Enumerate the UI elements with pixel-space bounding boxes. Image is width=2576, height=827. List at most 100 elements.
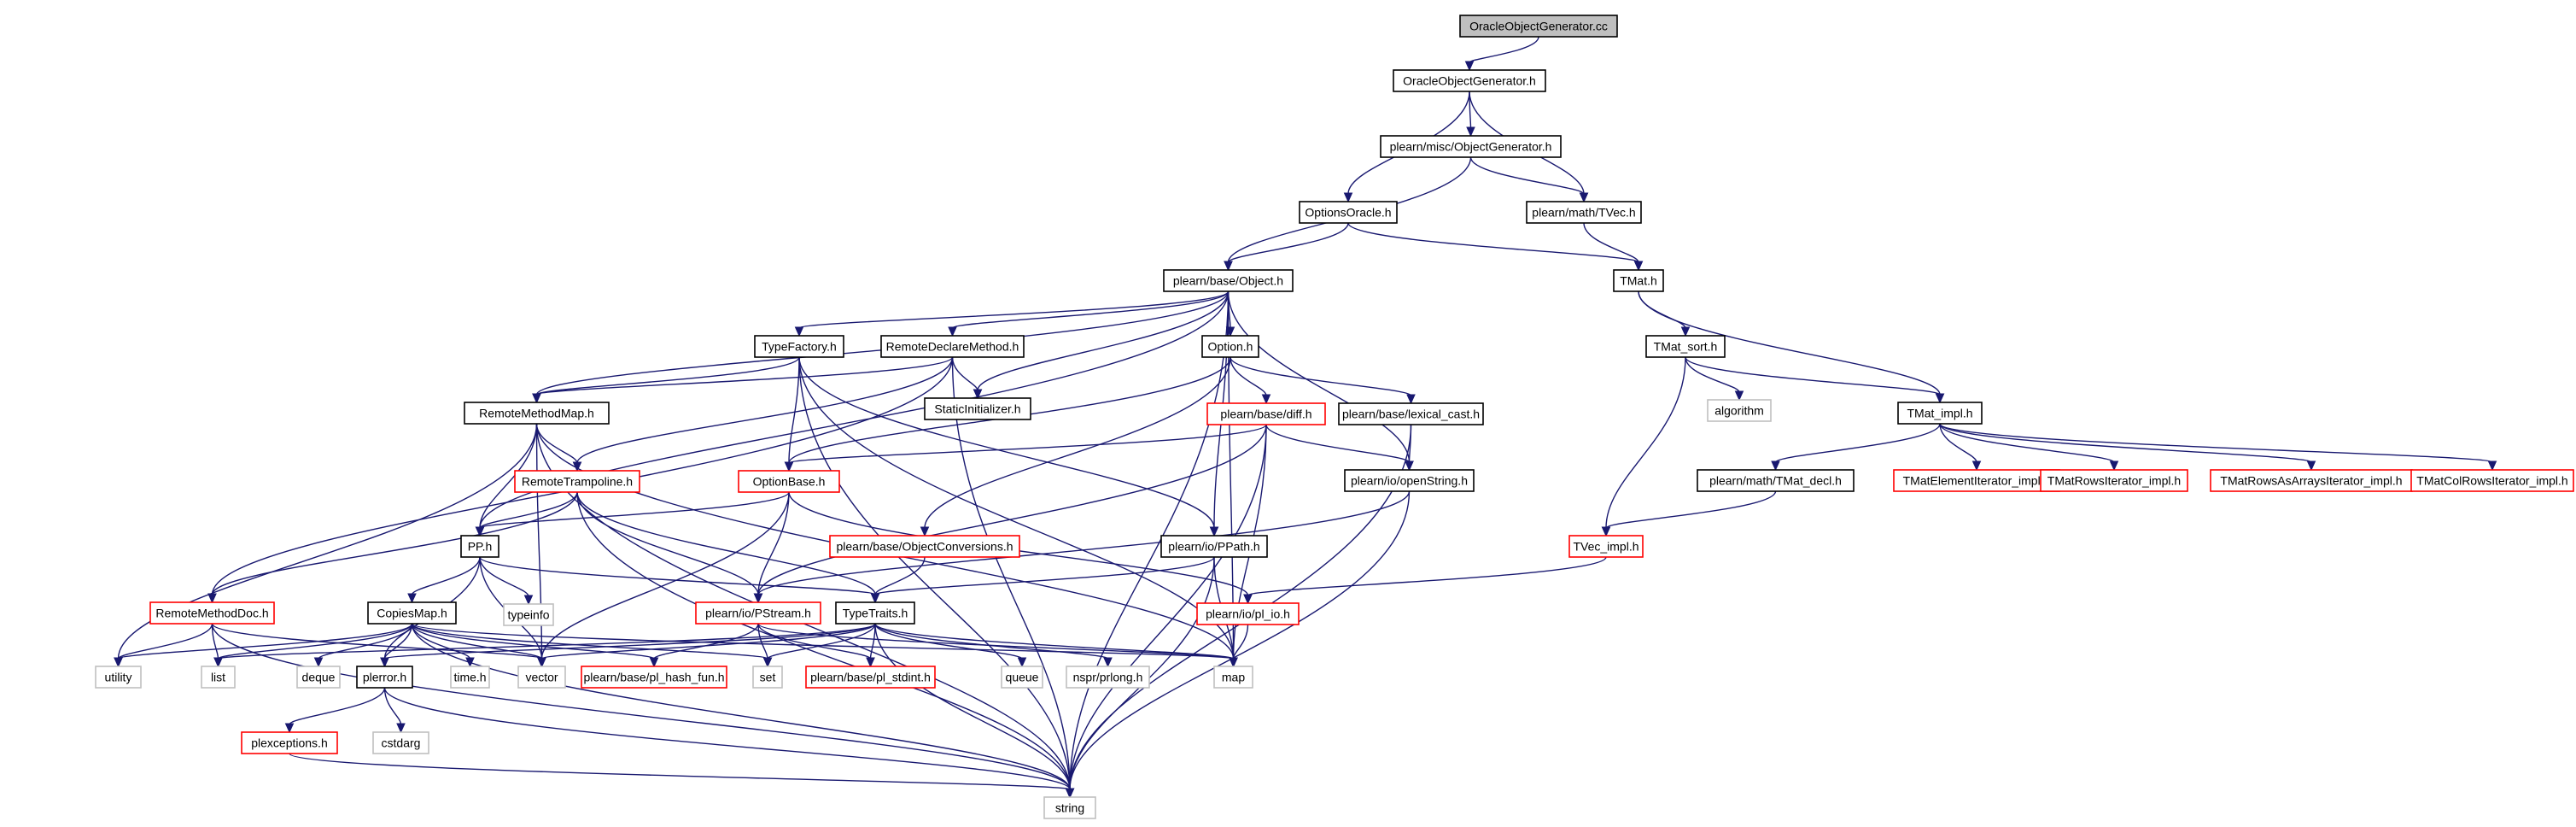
edge-rmm-to-rtramp: [535, 423, 582, 472]
graph-node-rdm[interactable]: RemoteDeclareMethod.h: [880, 335, 1025, 358]
node-label: algorithm: [1714, 404, 1764, 418]
graph-node-pp[interactable]: PP.h: [460, 535, 499, 558]
node-label: typeinfo: [507, 608, 549, 622]
node-box: [1338, 402, 1484, 425]
node-box: [514, 470, 640, 493]
graph-node-rmm[interactable]: RemoteMethodMap.h: [464, 402, 610, 425]
edge-tmat_impl-to-tmat_colit: [1939, 423, 2497, 472]
node-box: [95, 666, 142, 689]
node-label: plearn/base/pl_hash_fun.h: [583, 671, 724, 684]
graph-node-copiesmap[interactable]: CopiesMap.h: [367, 601, 457, 625]
edge-pp-to-typetraits: [479, 556, 880, 604]
node-label: map: [1222, 671, 1245, 684]
node-box: [1526, 201, 1642, 224]
node-box: [754, 335, 844, 358]
node-label: TMatColRowsIterator_impl.h: [2416, 474, 2567, 488]
graph-node-pstream[interactable]: plearn/io/PStream.h: [695, 601, 821, 625]
node-label: OracleObjectGenerator.h: [1403, 74, 1536, 88]
edge-rdm-to-rmm: [532, 356, 954, 404]
graph-node-static[interactable]: StaticInitializer.h: [924, 397, 1031, 420]
node-label: plearn/base/ObjectConversions.h: [836, 540, 1013, 554]
edge-plexc-to-string: [289, 753, 1075, 799]
edge-tmat_impl-to-tmat_raait: [1939, 423, 2316, 472]
node-label: deque: [302, 671, 336, 684]
edge-copiesmap-to-deque: [313, 623, 413, 668]
node-label: OptionBase.h: [753, 475, 826, 489]
graph-node-openstr[interactable]: plearn/io/openString.h: [1344, 469, 1475, 492]
edge-misc_og-to-tvec: [1469, 156, 1589, 203]
node-box: [1707, 399, 1772, 422]
edge-plerror-to-cstdarg: [383, 687, 406, 734]
edge-rmdoc-to-vector: [211, 623, 546, 668]
node-box: [1697, 469, 1855, 492]
graph-node-oog-cc[interactable]: OracleObjectGenerator.cc: [1459, 15, 1618, 38]
graph-node-tvec-impl[interactable]: TVec_impl.h: [1568, 535, 1644, 558]
graph-node-object[interactable]: plearn/base/Object.h: [1163, 269, 1294, 292]
graph-node-pl-io[interactable]: plearn/io/pl_io.h: [1196, 602, 1300, 625]
node-box: [241, 731, 338, 754]
edge-rdm-to-static: [951, 356, 983, 400]
edge-object-to-rdm: [948, 290, 1230, 337]
graph-node-tmat-decl[interactable]: plearn/math/TMat_decl.h: [1697, 469, 1855, 492]
graph-node-opt-oracle[interactable]: OptionsOracle.h: [1299, 201, 1398, 224]
node-label: OracleObjectGenerator.cc: [1469, 20, 1608, 33]
edge-pstream-to-hashfun: [649, 623, 759, 668]
node-label: plearn/math/TMat_decl.h: [1709, 474, 1842, 488]
graph-node-hashfun[interactable]: plearn/base/pl_hash_fun.h: [581, 666, 727, 689]
graph-node-option[interactable]: Option.h: [1201, 335, 1259, 358]
graph-node-typetraits[interactable]: TypeTraits.h: [835, 601, 915, 625]
node-box: [296, 666, 341, 689]
edge-tmat-to-tmat_sort: [1638, 290, 1691, 337]
graph-node-optbase[interactable]: OptionBase.h: [738, 470, 840, 493]
graph-node-diff[interactable]: plearn/base/diff.h: [1206, 402, 1326, 425]
graph-node-algorithm: algorithm: [1707, 399, 1772, 422]
edge-typetraits-to-plerror: [380, 623, 876, 668]
graph-node-tmat-sort[interactable]: TMat_sort.h: [1645, 335, 1726, 358]
graph-node-typefactory[interactable]: TypeFactory.h: [754, 335, 844, 358]
node-box: [805, 666, 936, 689]
node-label: list: [211, 671, 225, 684]
node-label: plearn/io/PStream.h: [705, 607, 811, 620]
graph-node-rmdoc[interactable]: RemoteMethodDoc.h: [149, 601, 275, 625]
graph-node-tmat-impl[interactable]: TMat_impl.h: [1897, 402, 1983, 425]
graph-node-tvec[interactable]: plearn/math/TVec.h: [1526, 201, 1642, 224]
node-label: RemoteDeclareMethod.h: [886, 340, 1019, 354]
node-label: TMatElementIterator_impl.h: [1903, 474, 2051, 488]
node-box: [1196, 602, 1300, 625]
graph-node-plexc[interactable]: plexceptions.h: [241, 731, 338, 754]
graph-node-stdint[interactable]: plearn/base/pl_stdint.h: [805, 666, 936, 689]
graph-node-objconv[interactable]: plearn/base/ObjectConversions.h: [829, 535, 1020, 558]
edge-copiesmap-to-utility: [114, 623, 413, 668]
node-label: plearn/base/diff.h: [1220, 408, 1311, 421]
edge-rmm-to-vector: [535, 423, 546, 668]
graph-node-set: set: [752, 666, 783, 689]
graph-node-tmat-elit[interactable]: TMatElementIterator_impl.h: [1893, 469, 2060, 492]
graph-node-oog-h[interactable]: OracleObjectGenerator.h: [1393, 69, 1546, 92]
graph-node-lexcast[interactable]: plearn/base/lexical_cast.h: [1338, 402, 1484, 425]
graph-node-tmat-raait[interactable]: TMatRowsAsArraysIterator_impl.h: [2210, 469, 2413, 492]
node-box: [1645, 335, 1726, 358]
node-label: PP.h: [468, 540, 493, 554]
node-label: RemoteTrampoline.h: [522, 475, 633, 489]
node-label: cstdarg: [382, 736, 421, 750]
graph-node-tmat[interactable]: TMat.h: [1613, 269, 1664, 292]
graph-node-plerror[interactable]: plerror.h: [356, 666, 413, 689]
graph-node-rtramp[interactable]: RemoteTrampoline.h: [514, 470, 640, 493]
edge-tmat_sort-to-algorithm: [1685, 356, 1744, 402]
edge-objconv-to-typetraits: [870, 556, 926, 604]
graph-node-string: string: [1043, 796, 1096, 819]
node-box: [450, 666, 490, 689]
edge-pp-to-copiesmap: [407, 556, 481, 604]
node-box: [517, 666, 566, 689]
edge-tmat_impl-to-tmat_elit: [1939, 423, 1982, 472]
edge-typetraits-to-vector: [537, 623, 876, 668]
graph-node-ppath[interactable]: plearn/io/PPath.h: [1160, 535, 1268, 558]
edge-typetraits-to-map: [874, 623, 1238, 668]
graph-node-tmat-colit[interactable]: TMatColRowsIterator_impl.h: [2410, 469, 2574, 492]
edge-opt_oracle-to-tmat: [1347, 222, 1644, 272]
graph-node-tmat-rowit[interactable]: TMatRowsIterator_impl.h: [2040, 469, 2188, 492]
node-label: queue: [1006, 671, 1039, 684]
edge-option-to-diff: [1230, 356, 1271, 405]
edge-pstream-to-map: [757, 623, 1238, 668]
graph-node-misc-og[interactable]: plearn/misc/ObjectGenerator.h: [1380, 135, 1562, 158]
